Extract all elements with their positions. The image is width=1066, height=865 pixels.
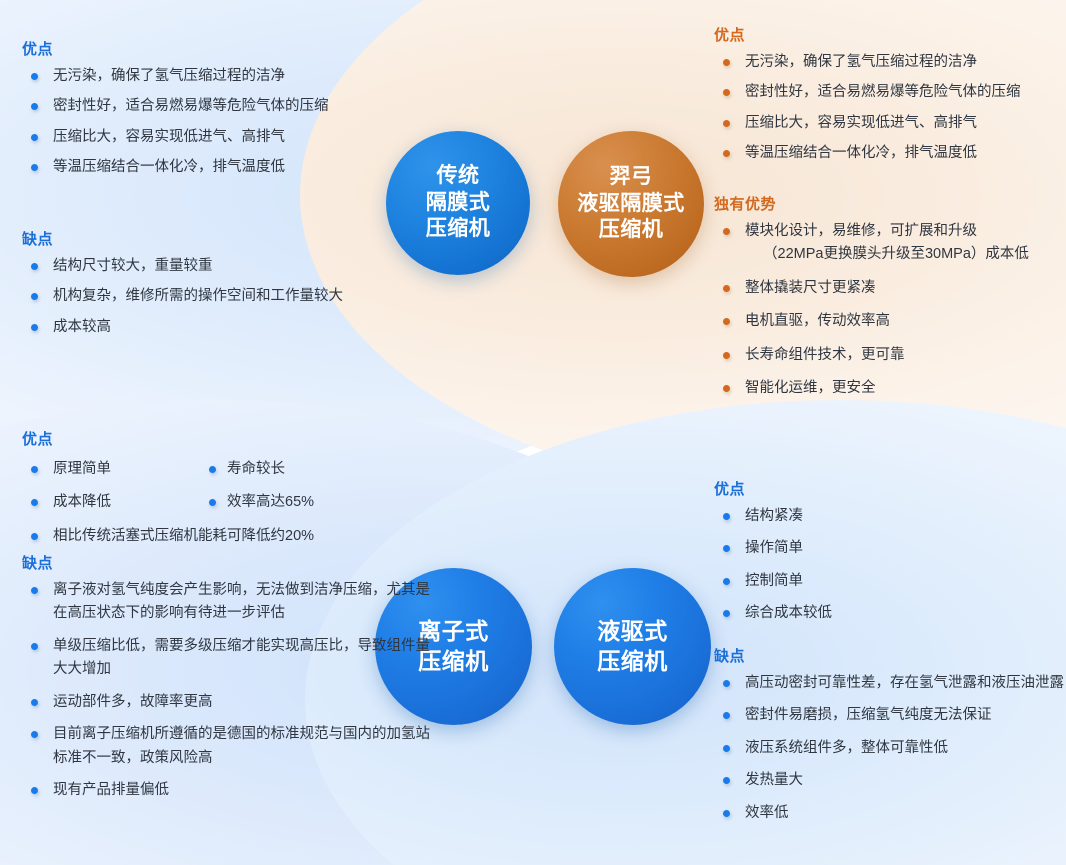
- list-ionic-pros-a: 原理简单 成本降低: [22, 458, 207, 515]
- list-item: 等温压缩结合一体化冷，排气温度低: [22, 156, 382, 179]
- list-item-text: 模块化设计，易维修，可扩展和升级: [745, 223, 977, 239]
- list-item: 控制简单: [714, 570, 1066, 593]
- list-item: 无污染，确保了氢气压缩过程的洁净: [22, 65, 382, 88]
- column-left: 原理简单 成本降低: [22, 458, 207, 525]
- section-title-pros: 优点: [714, 481, 746, 498]
- section-title-pros: 优点: [714, 27, 746, 44]
- list-traditional-cons: 结构尺寸较大，重量较重 机构复杂，维修所需的操作空间和工作量较大 成本较高: [22, 255, 392, 339]
- list-item: 目前离子压缩机所遵循的是德国的标准规范与国内的加氢站标准不一致，政策风险高: [22, 723, 442, 770]
- list-yigong-pros: 无污染，确保了氢气压缩过程的洁净 密封性好，适合易燃易爆等危险气体的压缩 压缩比…: [714, 51, 1066, 166]
- panel-ionic-cons: 缺点 离子液对氢气纯度会产生影响，无法做到洁净压缩，尤其是在高压状态下的影响有待…: [22, 552, 442, 812]
- list-ionic-pros-full: 相比传统活塞式压缩机能耗可降低约20%: [22, 525, 422, 548]
- list-item: 效率高达65%: [207, 491, 407, 514]
- node-label-line: 液驱式: [597, 618, 668, 645]
- list-item: 成本降低: [22, 491, 207, 514]
- list-item: 成本较高: [22, 316, 392, 339]
- list-item: 电机直驱，传动效率高: [714, 310, 1066, 333]
- node-label-line: 羿弓: [609, 164, 653, 188]
- panel-traditional-pros: 优点 无污染，确保了氢气压缩过程的洁净 密封性好，适合易燃易爆等危险气体的压缩 …: [22, 38, 382, 187]
- section-title-pros: 优点: [22, 431, 54, 448]
- list-item: 液压系统组件多，整体可靠性低: [714, 737, 1066, 760]
- panel-yigong-unique-advantages: 独有优势 模块化设计，易维修，可扩展和升级 （22MPa更换膜头升级至30MPa…: [714, 193, 1066, 411]
- node-label-line: 压缩机: [597, 647, 668, 674]
- list-item: 密封件易磨损，压缩氢气纯度无法保证: [714, 704, 1066, 727]
- list-item: 现有产品排量偏低: [22, 779, 442, 802]
- list-item: 高压动密封可靠性差，存在氢气泄露和液压油泄露: [714, 672, 1066, 695]
- list-ionic-cons: 离子液对氢气纯度会产生影响，无法做到洁净压缩，尤其是在高压状态下的影响有待进一步…: [22, 579, 442, 803]
- node-label: 羿弓 液驱隔膜式 压缩机: [577, 164, 685, 245]
- list-item: 长寿命组件技术，更可靠: [714, 344, 1066, 367]
- node-label-line: 压缩机: [598, 218, 664, 242]
- list-hydraulic-pros: 结构紧凑 操作简单 控制简单 综合成本较低: [714, 505, 1066, 626]
- list-item: 相比传统活塞式压缩机能耗可降低约20%: [22, 525, 422, 548]
- node-label-line: 压缩机: [425, 217, 491, 241]
- panel-hydraulic-cons: 缺点 高压动密封可靠性差，存在氢气泄露和液压油泄露 密封件易磨损，压缩氢气纯度无…: [714, 645, 1066, 834]
- list-item: 运动部件多，故障率更高: [22, 691, 442, 714]
- panel-traditional-cons: 缺点 结构尺寸较大，重量较重 机构复杂，维修所需的操作空间和工作量较大 成本较高: [22, 228, 392, 346]
- node-label-line: 传统: [436, 163, 480, 187]
- list-item: 发热量大: [714, 769, 1066, 792]
- list-item-continuation: （22MPa更换膜头升级至30MPa）成本低: [763, 246, 1029, 263]
- section-title-cons: 缺点: [714, 648, 746, 665]
- panel-hydraulic-pros: 优点 结构紧凑 操作简单 控制简单 综合成本较低: [714, 478, 1066, 635]
- list-item: 寿命较长: [207, 458, 407, 481]
- list-item: 结构紧凑: [714, 505, 1066, 528]
- list-item: 智能化运维，更安全: [714, 377, 1066, 400]
- node-label: 液驱式 压缩机: [597, 617, 668, 676]
- panel-yigong-pros: 优点 无污染，确保了氢气压缩过程的洁净 密封性好，适合易燃易爆等危险气体的压缩 …: [714, 24, 1066, 173]
- list-item: 密封性好，适合易燃易爆等危险气体的压缩: [714, 81, 1066, 104]
- list-hydraulic-cons: 高压动密封可靠性差，存在氢气泄露和液压油泄露 密封件易磨损，压缩氢气纯度无法保证…: [714, 672, 1066, 825]
- node-traditional-diaphragm-compressor[interactable]: 传统 隔膜式 压缩机: [386, 131, 530, 275]
- section-title-cons: 缺点: [22, 231, 54, 248]
- list-item: 单级压缩比低，需要多级压缩才能实现高压比，导致组件量大大增加: [22, 635, 442, 682]
- column-right: 寿命较长 效率高达65%: [207, 458, 407, 525]
- list-item: 无污染，确保了氢气压缩过程的洁净: [714, 51, 1066, 74]
- list-item: 操作简单: [714, 537, 1066, 560]
- list-item: 结构尺寸较大，重量较重: [22, 255, 392, 278]
- list-item: 原理简单: [22, 458, 207, 481]
- section-title-cons: 缺点: [22, 555, 54, 572]
- list-item: 压缩比大，容易实现低进气、高排气: [714, 112, 1066, 135]
- two-column-list: 原理简单 成本降低 寿命较长 效率高达65% 相比传统活塞式压缩机能耗可降低约2…: [22, 458, 422, 558]
- list-item: 模块化设计，易维修，可扩展和升级 （22MPa更换膜头升级至30MPa）成本低: [714, 220, 1066, 267]
- list-item: 压缩比大，容易实现低进气、高排气: [22, 126, 382, 149]
- list-ionic-pros-b: 寿命较长 效率高达65%: [207, 458, 407, 515]
- list-item: 离子液对氢气纯度会产生影响，无法做到洁净压缩，尤其是在高压状态下的影响有待进一步…: [22, 579, 442, 626]
- node-label-line: 隔膜式: [425, 190, 491, 214]
- section-title-pros: 优点: [22, 41, 54, 58]
- list-item: 密封性好，适合易燃易爆等危险气体的压缩: [22, 95, 382, 118]
- list-item: 综合成本较低: [714, 602, 1066, 625]
- node-hydraulic-compressor[interactable]: 液驱式 压缩机: [554, 568, 711, 725]
- list-item: 效率低: [714, 802, 1066, 825]
- node-label-line: 液驱隔膜式: [577, 191, 685, 215]
- section-title-unique: 独有优势: [714, 196, 777, 213]
- list-traditional-pros: 无污染，确保了氢气压缩过程的洁净 密封性好，适合易燃易爆等危险气体的压缩 压缩比…: [22, 65, 382, 180]
- panel-ionic-pros: 优点 原理简单 成本降低 寿命较长 效率高达65% 相比传统活塞式压缩机能耗可降…: [22, 428, 422, 558]
- list-yigong-unique: 模块化设计，易维修，可扩展和升级 （22MPa更换膜头升级至30MPa）成本低 …: [714, 220, 1066, 401]
- list-item: 等温压缩结合一体化冷，排气温度低: [714, 142, 1066, 165]
- list-item: 机构复杂，维修所需的操作空间和工作量较大: [22, 285, 392, 308]
- node-yigong-liquid-driven-diaphragm-compressor[interactable]: 羿弓 液驱隔膜式 压缩机: [558, 131, 704, 277]
- node-label: 传统 隔膜式 压缩机: [426, 163, 491, 244]
- list-item: 整体撬装尺寸更紧凑: [714, 277, 1066, 300]
